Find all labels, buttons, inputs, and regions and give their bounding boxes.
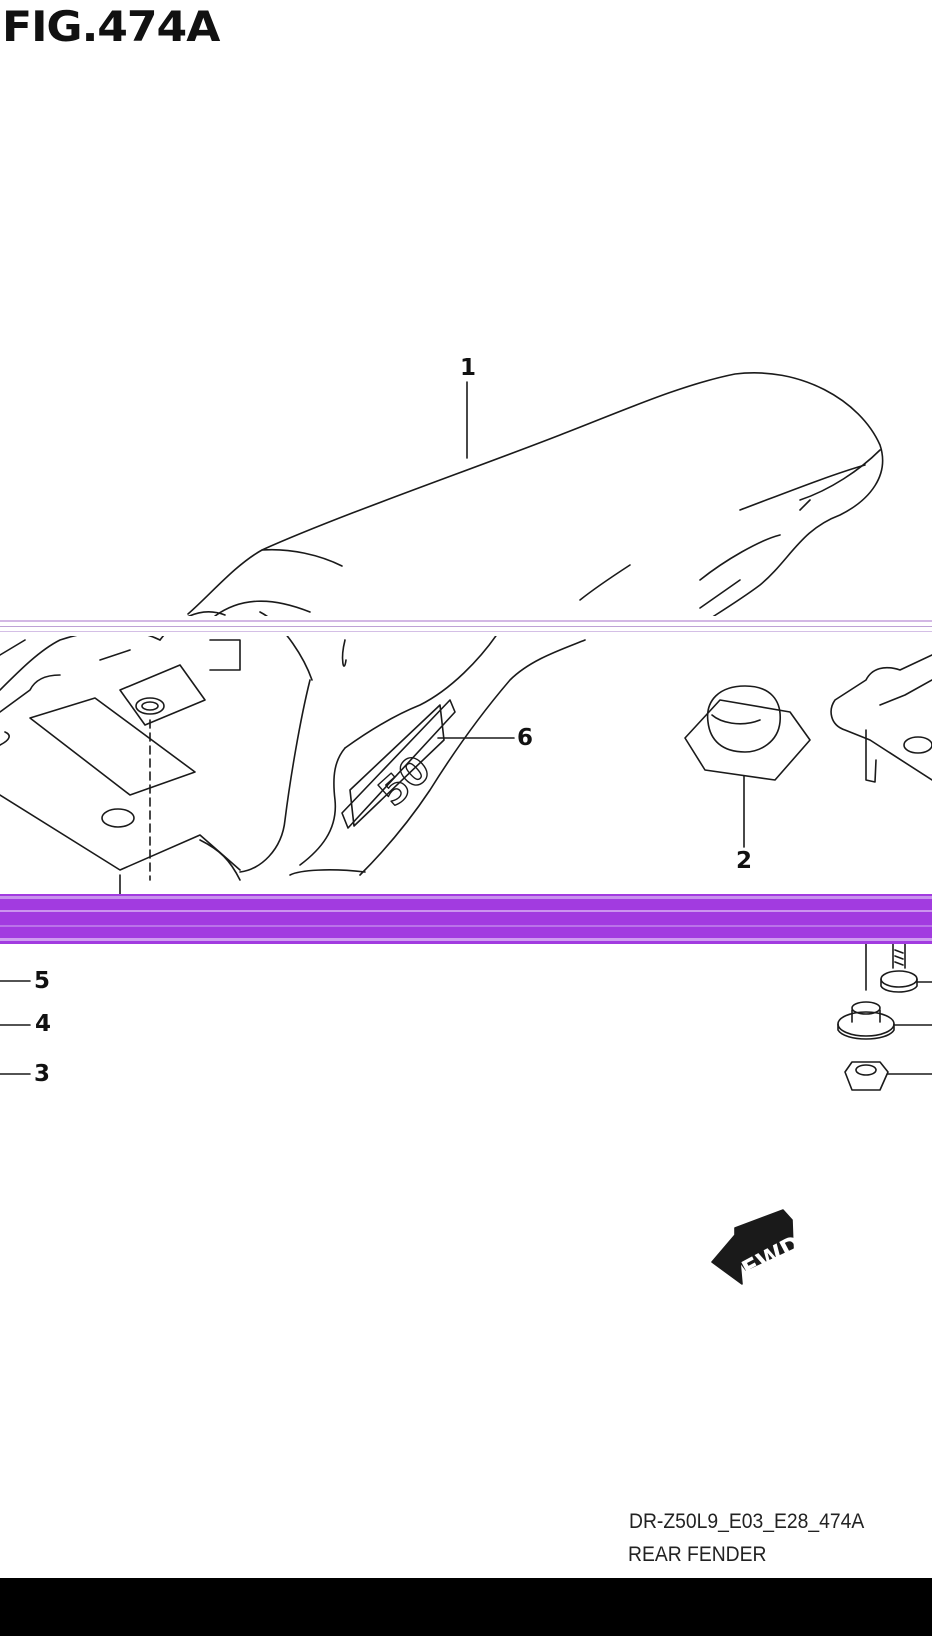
- scan-artifact-band-upper: [0, 616, 932, 636]
- footer-bar: [0, 1578, 932, 1636]
- part-5-bolt: [880, 943, 932, 993]
- callout-4: 4: [35, 1011, 52, 1037]
- diagram-code: DR-Z50L9_E03_E28_474A: [629, 1510, 865, 1533]
- frame-bracket-right: [830, 654, 932, 783]
- callout-3: 3: [34, 1061, 51, 1087]
- part-4-collar: [837, 939, 932, 1040]
- figure-title: FIG.474A: [2, 2, 220, 51]
- callout-6: 6: [517, 725, 534, 751]
- callout-5: 5: [34, 968, 51, 994]
- callout-2: 2: [736, 848, 753, 874]
- part-3-nut: [844, 1061, 932, 1091]
- diagram-name: REAR FENDER: [628, 1543, 767, 1566]
- decal-text: 50: [370, 747, 439, 815]
- frame-bracket-left: [0, 611, 241, 901]
- part-6-decal: 50: [341, 699, 515, 829]
- fwd-arrow-icon: FWD: [711, 1209, 806, 1285]
- part-2-cushion: [684, 685, 811, 848]
- scan-artifact-band-lower: [0, 894, 932, 944]
- callout-1: 1: [460, 355, 477, 381]
